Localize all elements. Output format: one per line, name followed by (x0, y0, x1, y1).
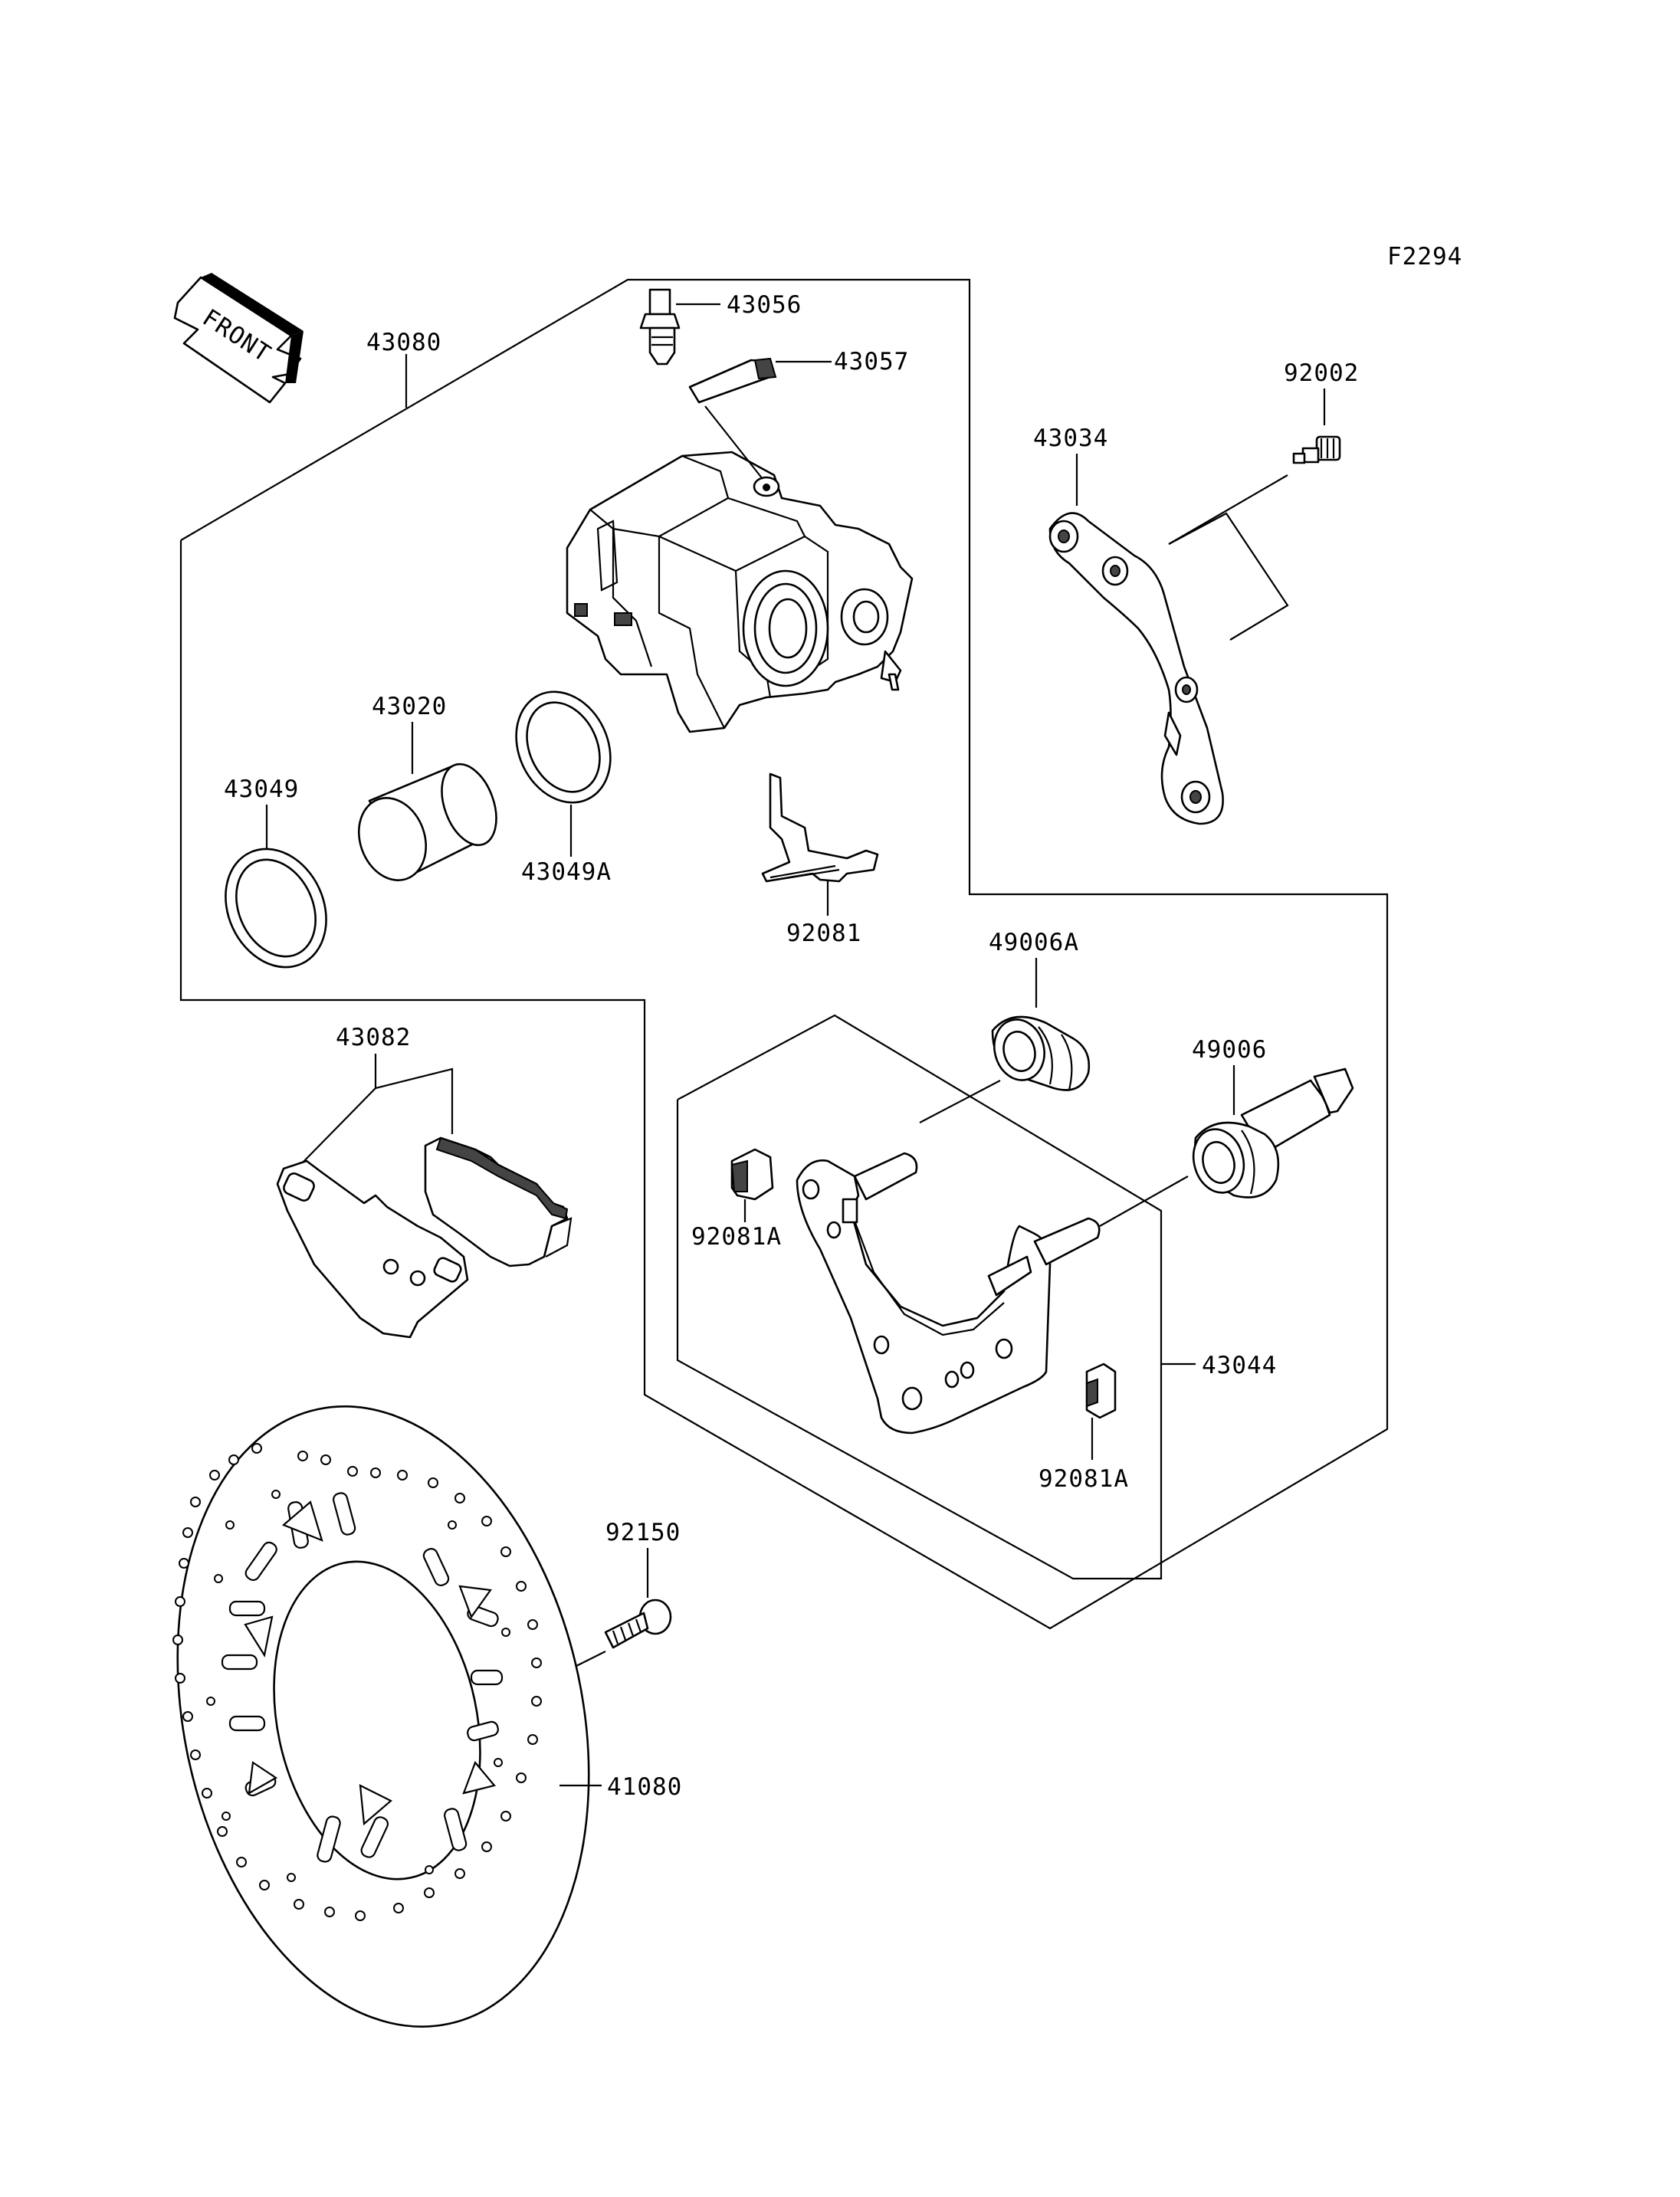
caliper-piston (357, 762, 497, 881)
label-92081: 92081 (786, 920, 861, 947)
brake-pads-43082 (276, 1136, 573, 1339)
label-49006A: 49006A (989, 929, 1079, 956)
label-92002: 92002 (1284, 359, 1359, 387)
front-direction-arrow: FRONT (173, 273, 304, 404)
label-49006: 49006 (1192, 1036, 1267, 1064)
bleeder-valve (639, 288, 720, 366)
dust-seal-43049A (515, 690, 612, 804)
clip-92081A-left (730, 1148, 774, 1201)
piston-seal-43049 (225, 848, 327, 969)
label-43034: 43034 (1033, 425, 1108, 452)
label-43057: 43057 (834, 348, 909, 375)
label-92081A-left: 92081A (691, 1223, 782, 1251)
bleeder-cap (688, 357, 832, 404)
bracket-assembly-outline (676, 1014, 1163, 1580)
label-43020: 43020 (372, 693, 447, 720)
label-43080: 43080 (366, 329, 441, 356)
label-43049A: 43049A (521, 858, 612, 886)
caliper-bracket-43044 (796, 1152, 1101, 1435)
label-43082: 43082 (336, 1024, 411, 1051)
label-92150: 92150 (605, 1519, 681, 1546)
brake-caliper (566, 405, 914, 733)
caliper-assembly-outline (179, 278, 1389, 1630)
pin-boot-49006A (991, 1015, 1091, 1091)
label-43049: 43049 (224, 776, 299, 803)
disc-bolt-92150 (604, 1599, 672, 1649)
torque-link-43034 (1048, 512, 1224, 825)
label-43056: 43056 (727, 291, 802, 319)
label-92081A-right: 92081A (1039, 1465, 1129, 1493)
brake-disc-41080 (172, 1405, 590, 2028)
bracket-bolt-92002 (1292, 435, 1341, 464)
slide-pin-49006 (1192, 1067, 1354, 1199)
label-43044: 43044 (1202, 1352, 1277, 1379)
clip-92081A-right (1085, 1362, 1117, 1419)
label-41080: 41080 (607, 1773, 682, 1801)
figure-code: F2294 (1387, 243, 1462, 271)
pad-spring-92081 (761, 772, 879, 883)
